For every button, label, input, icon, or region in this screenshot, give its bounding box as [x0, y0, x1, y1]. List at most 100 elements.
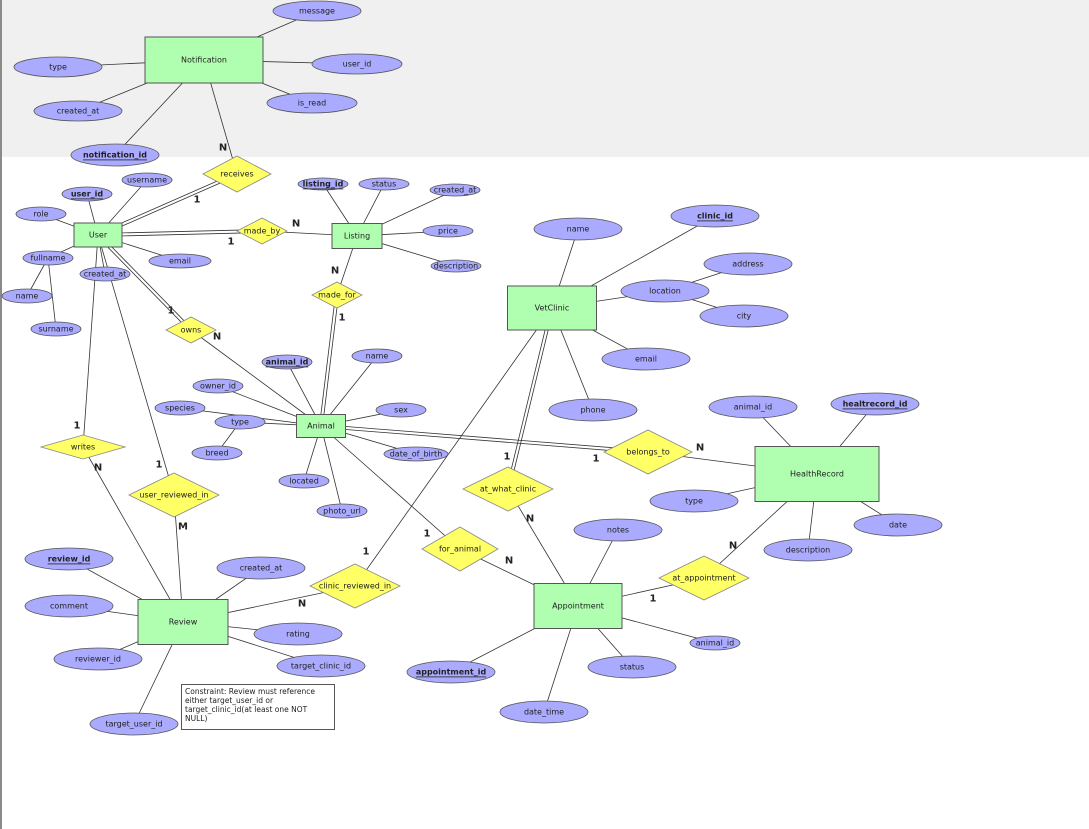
attribute-email[interactable]: email — [148, 253, 212, 269]
attribute-ellipse[interactable] — [548, 398, 638, 422]
relationship-diamond[interactable] — [603, 429, 693, 475]
attribute-listing-id[interactable]: listing_id — [297, 177, 349, 191]
entity-box[interactable] — [754, 446, 880, 502]
attribute-date[interactable]: date — [853, 513, 943, 537]
entity-box[interactable] — [507, 285, 597, 331]
attribute-ellipse[interactable] — [191, 445, 243, 461]
attribute-ellipse[interactable] — [272, 0, 362, 22]
attribute-sex[interactable]: sex — [375, 402, 427, 418]
entity-user[interactable]: User — [73, 222, 123, 248]
entity-notification[interactable]: Notification — [144, 36, 264, 84]
attribute-ellipse[interactable] — [154, 400, 206, 416]
attribute-species[interactable]: species — [154, 400, 206, 416]
attribute-price[interactable]: price — [422, 224, 474, 238]
relationship-made-for[interactable]: made_for — [311, 281, 363, 309]
attribute-ellipse[interactable] — [708, 395, 798, 419]
relationship-belongs-to[interactable]: belongs_to — [603, 429, 693, 475]
attribute-ellipse[interactable] — [1, 288, 53, 304]
entity-review[interactable]: Review — [137, 599, 229, 645]
attribute-ellipse[interactable] — [24, 547, 114, 571]
attribute-comment[interactable]: comment — [24, 594, 114, 618]
attribute-created-at[interactable]: created_at — [429, 183, 481, 197]
attribute-location[interactable]: location — [620, 279, 710, 303]
attribute-ellipse[interactable] — [278, 473, 330, 489]
entity-animal[interactable]: Animal — [296, 414, 346, 438]
entity-box[interactable] — [296, 414, 346, 438]
attribute-description[interactable]: description — [430, 259, 482, 273]
attribute-date-time[interactable]: date_time — [499, 700, 589, 724]
sub-attribute-name[interactable]: name — [1, 288, 53, 304]
attribute-description[interactable]: description — [763, 538, 853, 562]
attribute-ellipse[interactable] — [22, 250, 74, 266]
relationship-made-by[interactable]: made_by — [236, 217, 288, 245]
attribute-is-read[interactable]: is_read — [266, 92, 358, 114]
constraint-note[interactable]: Constraint: Review must reference either… — [181, 684, 335, 730]
attribute-ellipse[interactable] — [533, 217, 623, 241]
entity-box[interactable] — [137, 599, 229, 645]
attribute-ellipse[interactable] — [763, 538, 853, 562]
attribute-ellipse[interactable] — [853, 513, 943, 537]
attribute-ellipse[interactable] — [266, 92, 358, 114]
attribute-animal-id[interactable]: animal_id — [689, 635, 741, 651]
attribute-user-id[interactable]: user_id — [61, 186, 113, 202]
relationship-diamond[interactable] — [128, 472, 220, 518]
attribute-ellipse[interactable] — [192, 378, 244, 394]
sub-attribute-address[interactable]: address — [703, 252, 793, 276]
attribute-ellipse[interactable] — [699, 304, 789, 328]
relationship-diamond[interactable] — [202, 155, 272, 193]
attribute-animal-id[interactable]: animal_id — [708, 395, 798, 419]
entity-vetclinic[interactable]: VetClinic — [507, 285, 597, 331]
attribute-reviewer-id[interactable]: reviewer_id — [53, 647, 143, 671]
attribute-ellipse[interactable] — [689, 635, 741, 651]
attribute-created-at[interactable]: created_at — [216, 556, 306, 580]
attribute-ellipse[interactable] — [24, 594, 114, 618]
attribute-notes[interactable]: notes — [573, 518, 663, 542]
attribute-name[interactable]: name — [533, 217, 623, 241]
attribute-ellipse[interactable] — [649, 489, 739, 513]
attribute-ellipse[interactable] — [53, 647, 143, 671]
attribute-ellipse[interactable] — [13, 56, 103, 78]
attribute-ellipse[interactable] — [429, 183, 481, 197]
attribute-type[interactable]: type — [13, 56, 103, 78]
attribute-fullname[interactable]: fullname — [22, 250, 74, 266]
sub-attribute-breed[interactable]: breed — [191, 445, 243, 461]
attribute-notification-id[interactable]: notification_id — [70, 143, 160, 167]
sub-attribute-city[interactable]: city — [699, 304, 789, 328]
relationship-diamond[interactable] — [421, 526, 499, 572]
attribute-ellipse[interactable] — [311, 53, 403, 75]
attribute-ellipse[interactable] — [121, 172, 173, 188]
attribute-created-at[interactable]: created_at — [79, 266, 131, 282]
attribute-date-of-birth[interactable]: date_of_birth — [383, 446, 449, 462]
attribute-ellipse[interactable] — [422, 224, 474, 238]
attribute-ellipse[interactable] — [830, 392, 920, 416]
relationship-user-reviewed-in[interactable]: user_reviewed_in — [128, 472, 220, 518]
attribute-review-id[interactable]: review_id — [24, 547, 114, 571]
attribute-ellipse[interactable] — [253, 622, 343, 646]
attribute-ellipse[interactable] — [89, 712, 179, 736]
attribute-ellipse[interactable] — [216, 556, 306, 580]
attribute-target-clinic-id[interactable]: target_clinic_id — [276, 654, 366, 678]
sub-attribute-surname[interactable]: surname — [30, 321, 82, 337]
entity-box[interactable] — [331, 223, 383, 249]
attribute-created-at[interactable]: created_at — [33, 100, 123, 122]
attribute-type[interactable]: type — [649, 489, 739, 513]
attribute-ellipse[interactable] — [79, 266, 131, 282]
attribute-ellipse[interactable] — [406, 660, 496, 684]
entity-box[interactable] — [144, 36, 264, 84]
attribute-user-id[interactable]: user_id — [311, 53, 403, 75]
relationship-diamond[interactable] — [462, 466, 554, 512]
attribute-appointment-id[interactable]: appointment_id — [406, 660, 496, 684]
attribute-ellipse[interactable] — [30, 321, 82, 337]
attribute-status[interactable]: status — [358, 177, 410, 191]
attribute-type[interactable]: type — [214, 414, 266, 430]
attribute-ellipse[interactable] — [316, 503, 368, 519]
attribute-ellipse[interactable] — [703, 252, 793, 276]
relationship-writes[interactable]: writes — [39, 434, 127, 460]
attribute-ellipse[interactable] — [148, 253, 212, 269]
attribute-username[interactable]: username — [121, 172, 173, 188]
attribute-ellipse[interactable] — [383, 446, 449, 462]
attribute-ellipse[interactable] — [33, 100, 123, 122]
attribute-ellipse[interactable] — [214, 414, 266, 430]
entity-listing[interactable]: Listing — [331, 223, 383, 249]
relationship-receives[interactable]: receives — [202, 155, 272, 193]
